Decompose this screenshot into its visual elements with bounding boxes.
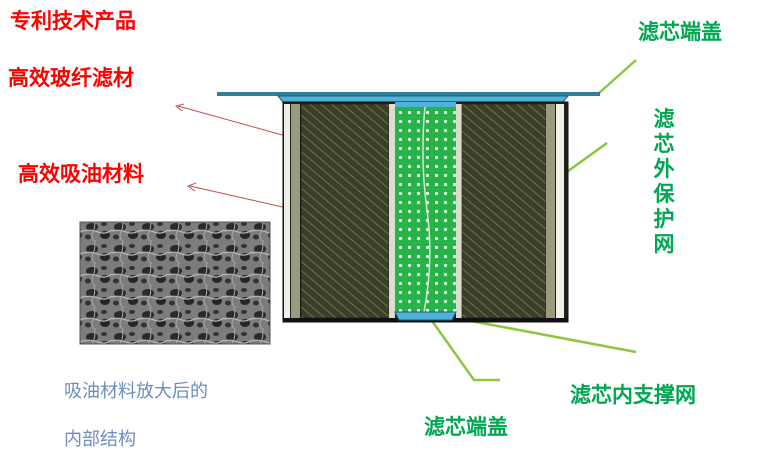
- label-oil-absorb: 高效吸油材料: [18, 162, 144, 186]
- outer-mesh-left-grey: [291, 104, 300, 318]
- top-cap-rim: [276, 95, 570, 103]
- media-right: [461, 103, 547, 319]
- inner-core-wall-left: [389, 104, 395, 318]
- inner-core-wall-right: [456, 104, 462, 318]
- label-outer-mesh: 滤芯外保护网: [653, 107, 675, 256]
- caption-line-1: 吸油材料放大后的: [64, 381, 208, 402]
- inner-top-cap: [395, 102, 456, 107]
- bottom-cap: [394, 311, 457, 321]
- leader-oil-absorb-arrow: [186, 182, 197, 192]
- label-patent: 专利技术产品: [10, 9, 136, 33]
- leader-lines-green: [428, 59, 637, 382]
- label-inner-mesh: 滤芯内支撑网: [570, 383, 696, 407]
- outer-mesh-right-white: [556, 104, 564, 318]
- media-left: [300, 103, 390, 319]
- outer-mesh-right-grey: [546, 104, 555, 318]
- leader-glass-fiber-arrow: [174, 103, 185, 112]
- label-glass-fiber: 高效玻纤滤材: [8, 66, 134, 90]
- sem-image: [79, 221, 271, 345]
- outer-mesh-left-white: [284, 104, 290, 318]
- inner-core-seam: [422, 105, 431, 313]
- label-bottom-cap: 滤芯端盖: [424, 415, 508, 439]
- inner-support-mesh: [395, 104, 456, 314]
- filter-cross-section: [217, 92, 600, 323]
- leader-bottom-cap: [428, 317, 500, 382]
- leader-outer-mesh: [563, 141, 608, 176]
- leader-inner-mesh: [454, 316, 637, 354]
- leader-top-cap: [597, 59, 637, 95]
- caption-line-2: 内部结构: [64, 429, 136, 450]
- top-cap-plate: [217, 92, 600, 96]
- label-top-cap: 滤芯端盖: [638, 20, 722, 44]
